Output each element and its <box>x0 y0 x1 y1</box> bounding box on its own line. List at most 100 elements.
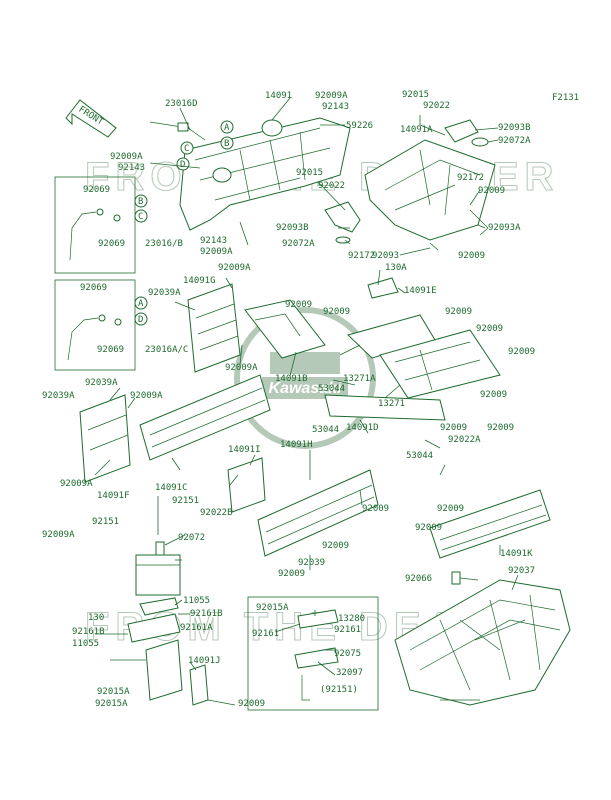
label-130: 130 <box>88 613 104 623</box>
callout-a-1: A <box>224 123 230 133</box>
label-92093b-2: 92093B <box>276 223 309 233</box>
pad-32097 <box>294 647 339 669</box>
label-92143-2: 92143 <box>118 163 145 173</box>
label-13280: 13280 <box>338 614 365 624</box>
label-13271a: 13271A <box>343 374 376 384</box>
callout-c-1: C <box>184 144 189 154</box>
label-92069-1: 92069 <box>83 185 110 195</box>
label-92009a-3: 92009A <box>200 247 233 257</box>
label-92009-13: 92009 <box>415 523 442 533</box>
rod-92093 <box>429 242 439 251</box>
label-130a: 130A <box>385 263 407 273</box>
connector-23016d <box>177 122 189 132</box>
panel-14091f <box>79 394 131 483</box>
label-92022: 92022 <box>423 101 450 111</box>
label-92009-1: 92009 <box>478 186 505 196</box>
floor-13271 <box>379 329 501 399</box>
rail-14091d <box>324 394 446 421</box>
label-92039a-3: 92039A <box>42 391 75 401</box>
label-14091c: 14091C <box>155 483 188 493</box>
label-14091h: 14091H <box>280 440 313 450</box>
label-92009-8: 92009 <box>480 390 507 400</box>
label-53044-1: 53044 <box>318 384 345 394</box>
label-92009a-8: 92009A <box>42 530 75 540</box>
label-92161-1: 92161 <box>252 629 279 639</box>
label-92009a: 92009A <box>315 91 348 101</box>
label-92009a-4: 92009A <box>218 263 251 273</box>
label-92161b-2: 92161B <box>72 627 105 637</box>
label-92172-2: 92172 <box>348 251 375 261</box>
label-92072a: 92072A <box>498 136 531 146</box>
label-92039a-2: 92039A <box>85 378 118 388</box>
label-92069-3: 92069 <box>80 283 107 293</box>
label-59226: 59226 <box>346 121 373 131</box>
label-92161b-1: 92161B <box>190 609 223 619</box>
front-arrow-icon: FRONT <box>65 99 117 138</box>
label-92009-4: 92009 <box>323 307 350 317</box>
frame <box>394 579 571 706</box>
detail-box-23016ac <box>54 279 136 371</box>
battery-strap <box>155 541 165 556</box>
label-92151-3: (92151) <box>320 685 358 695</box>
label-92022b: 92022B <box>200 508 233 518</box>
label-92009-7: 92009 <box>508 347 535 357</box>
label-92009-2: 92009 <box>458 251 485 261</box>
label-92151-2: 92151 <box>92 517 119 527</box>
label-23016d: 23016D <box>165 99 198 109</box>
callout-d-2: D <box>138 315 143 325</box>
label-14091: 14091 <box>265 91 292 101</box>
label-92022-2: 92022 <box>318 181 345 191</box>
label-14091f: 14091F <box>97 491 130 501</box>
label-92022a: 92022A <box>448 435 481 445</box>
bracket-14091j <box>189 664 209 706</box>
label-92172: 92172 <box>457 173 484 183</box>
label-92143: 92143 <box>322 102 349 112</box>
label-92015a-3: 92015A <box>95 699 128 709</box>
label-23016ac: 23016A/C <box>145 345 188 355</box>
label-11055-1: 11055 <box>183 596 210 606</box>
label-32097: 32097 <box>336 668 363 678</box>
label-92009-11: 92009 <box>362 504 389 514</box>
kawasaki-logo: Kawasaki <box>234 307 376 449</box>
label-13271: 13271 <box>378 399 405 409</box>
label-14091i: 14091I <box>228 445 261 455</box>
leader-lines <box>94 97 519 706</box>
callouts: A B C D B C A D <box>134 120 234 326</box>
callout-a-2: A <box>138 299 144 309</box>
label-92072a-2: 92072A <box>282 239 315 249</box>
cover-14091b <box>244 299 326 359</box>
cap-14091e <box>367 277 399 299</box>
label-92039: 92039 <box>298 558 325 568</box>
label-92009a-7: 92009A <box>60 479 93 489</box>
label-92015-2: 92015 <box>296 168 323 178</box>
rod-92093a <box>469 209 489 236</box>
label-92009a-5: 92009A <box>225 363 258 373</box>
label-92015a-1: 92015A <box>256 603 289 613</box>
label-92075: 92075 <box>334 649 361 659</box>
callout-b-1: B <box>224 139 229 149</box>
battery <box>135 554 181 596</box>
grommet-92072a <box>471 137 489 147</box>
figure-code: F2131 <box>552 93 579 103</box>
panel-14091k <box>429 489 551 559</box>
label-23016b: 23016/B <box>145 239 183 249</box>
callout-d-1: D <box>180 160 185 170</box>
logo-text: Kawasaki <box>269 380 342 397</box>
label-14091b: 14091B <box>275 374 308 384</box>
label-92039a-1: 92039A <box>148 288 181 298</box>
label-11055-2: 11055 <box>72 639 99 649</box>
label-92161a: 92161A <box>180 623 213 633</box>
label-92072: 92072 <box>178 533 205 543</box>
detail-box-cn <box>247 596 379 711</box>
label-14091a: 14091A <box>400 125 433 135</box>
label-92093: 92093 <box>372 251 399 261</box>
label-92009-3: 92009 <box>285 300 312 310</box>
label-53044-3: 53044 <box>406 451 433 461</box>
panel-14091i <box>227 457 266 513</box>
label-14091k: 14091K <box>500 549 533 559</box>
floor-panel-right <box>364 139 496 241</box>
label-53044-2: 53044 <box>312 425 339 435</box>
label-92009-10: 92009 <box>487 423 514 433</box>
detail-box-23016b <box>54 176 136 274</box>
harness-23016b <box>69 211 97 261</box>
